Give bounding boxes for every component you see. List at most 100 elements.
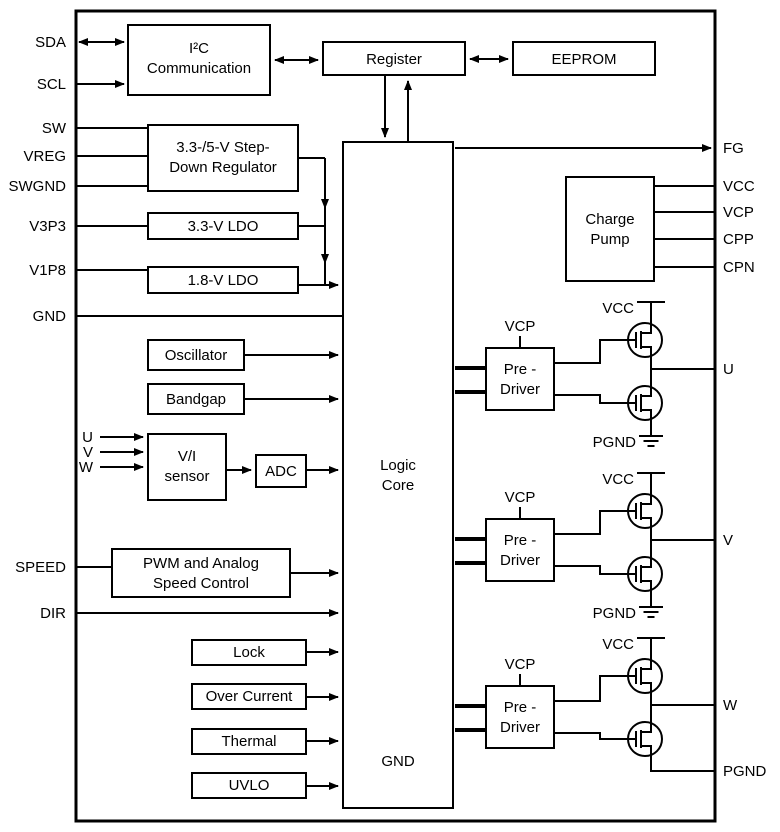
pre-driver-v-label-2: Driver [500,552,540,569]
pre-driver-w-label-1: Pre - [504,699,537,716]
uvlo-label: UVLO [229,777,270,794]
over-current-label: Over Current [206,688,294,705]
vcp-rail-label-u: VCP [505,318,536,335]
block-speed-control [111,548,291,598]
mosfet-low-side-v-icon [627,556,663,592]
pin-vcc: VCC [723,178,755,195]
phase-u-wires [455,301,714,447]
blocks: I²C Communication Register EEPROM 3.3-/5… [111,24,656,809]
thermal-label: Thermal [221,733,276,750]
block-eeprom [512,41,656,76]
pin-pgnd: PGND [723,763,767,780]
charge-pump-label-1: Charge [585,211,634,228]
block-over-current [191,683,307,710]
speed-control-label-1: PWM and Analog [143,555,259,572]
phase-w-wires [455,637,714,772]
pin-sda: SDA [35,34,66,51]
vcc-rail-label-u: VCC [602,300,634,317]
wire-gate-low-v [554,565,628,575]
block-logic-core [342,141,454,809]
adc-label: ADC [265,463,297,480]
wires [77,38,714,791]
block-uvlo [191,772,307,799]
speed-control-label-2: Speed Control [153,575,249,592]
block-ldo-3v3 [147,212,299,240]
mosfet-low-side-u-icon [627,385,663,421]
block-lock [191,639,307,666]
charge-pump-label-2: Pump [590,231,629,248]
vcp-rail-label-w: VCP [505,656,536,673]
block-oscillator [147,339,245,371]
register-label: Register [366,51,422,68]
pin-swgnd: SWGND [9,178,67,195]
pin-labels-right: FG VCC VCP CPP CPN U V W PGND [723,140,767,780]
pin-vreg: VREG [23,148,66,165]
block-pre-driver-v [485,518,555,582]
pin-labels-left: SDA SCL SW VREG SWGND V3P3 V1P8 GND U V … [9,34,94,622]
wire-gate-high-u [554,339,628,364]
pin-cpn: CPN [723,259,755,276]
block-vi-sensor [147,433,227,501]
logic-core-label-2: Core [382,477,415,494]
wire-regulator-rail [298,157,339,289]
eeprom-label: EEPROM [551,51,616,68]
block-i2c [127,24,271,96]
vi-sensor-label-1: V/I [178,448,196,465]
pre-driver-u-label-2: Driver [500,381,540,398]
stepdown-label-2: Down Regulator [169,159,277,176]
pin-sense-v: V [83,444,93,461]
block-pre-driver-u [485,347,555,411]
block-adc [255,454,307,488]
block-charge-pump [565,176,655,282]
phase-v-wires [455,472,714,618]
pre-driver-v-label-1: Pre - [504,532,537,549]
wire-gate-high-w [554,675,628,702]
block-step-down-regulator [147,124,299,192]
block-bandgap [147,383,245,415]
pin-gnd: GND [33,308,67,325]
wire-gate-low-w [554,732,628,740]
i2c-label-2: Communication [147,60,251,77]
i2c-label-1: I²C [189,40,209,57]
stepdown-label-1: 3.3-/5-V Step- [176,139,269,156]
vcc-rail-label-v: VCC [602,471,634,488]
oscillator-label: Oscillator [165,347,228,364]
vcp-rail-label-v: VCP [505,489,536,506]
rail-labels: VCP VCP VCP VCC VCC VCC PGND PGND [505,300,637,673]
pin-cpp: CPP [723,231,754,248]
pin-vcp: VCP [723,204,754,221]
mosfet-high-side-u-icon [627,322,663,358]
block-register [322,41,466,76]
bandgap-label: Bandgap [166,391,226,408]
pin-sw: SW [42,120,67,137]
logic-core-label-1: Logic [380,457,416,474]
block-thermal [191,728,307,755]
pin-speed: SPEED [15,559,66,576]
pin-out-v: V [723,532,733,549]
wire-pgnd-w [650,755,714,772]
pin-sense-w: W [79,459,94,476]
pin-sense-u: U [82,429,93,446]
pin-out-w: W [723,697,738,714]
mosfet-low-side-w-icon [627,721,663,757]
ldo33-label: 3.3-V LDO [188,218,259,235]
mosfet-high-side-v-icon [627,493,663,529]
pgnd-label-v: PGND [593,605,637,622]
wire-gate-high-v [554,510,628,535]
pin-v1p8: V1P8 [29,262,66,279]
pin-scl: SCL [37,76,66,93]
pin-v3p3: V3P3 [29,218,66,235]
vcc-rail-label-w: VCC [602,636,634,653]
wire-gate-low-u [554,394,628,404]
pre-driver-w-label-2: Driver [500,719,540,736]
logic-core-gnd-label: GND [381,753,415,770]
pin-fg: FG [723,140,744,157]
lock-label: Lock [233,644,265,661]
block-ldo-1v8 [147,266,299,294]
pin-out-u: U [723,361,734,378]
mosfet-high-side-w-icon [627,658,663,694]
pgnd-label-u: PGND [593,434,637,451]
pre-driver-u-label-1: Pre - [504,361,537,378]
pin-dir: DIR [40,605,66,622]
